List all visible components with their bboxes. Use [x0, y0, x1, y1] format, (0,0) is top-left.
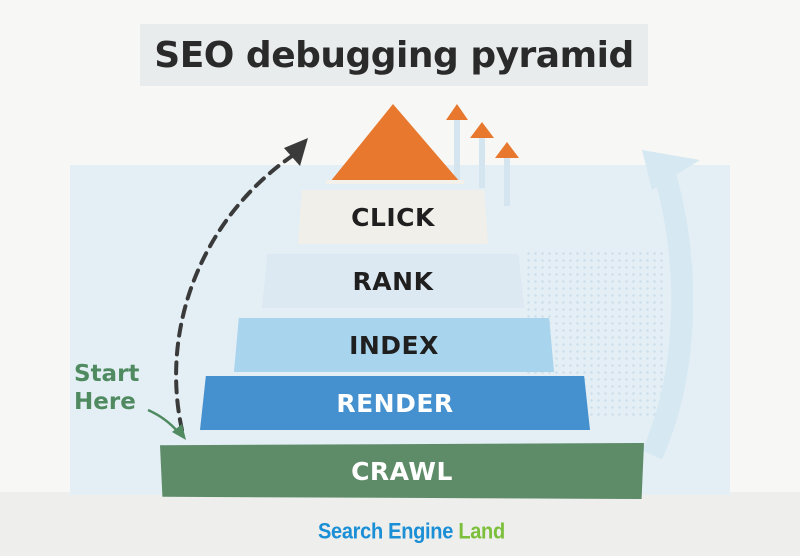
title-strip [140, 24, 648, 86]
start-pointer-arrow-icon [147, 408, 186, 440]
tier-click: CLICK [298, 190, 488, 244]
apex-triangle-icon [330, 104, 460, 182]
start-here-line2: Here [74, 389, 136, 415]
tier-click-label: CLICK [351, 202, 435, 232]
page-title: SEO debugging pyramid [154, 34, 634, 76]
tier-crawl: CRAWL [160, 443, 644, 499]
floor-background [0, 492, 800, 556]
upward-arrows-icon [446, 104, 519, 206]
tier-render-label: RENDER [336, 388, 454, 418]
brand-logo: Search Engine Land [318, 520, 518, 545]
tier-rank: RANK [262, 254, 524, 308]
tier-index: INDEX [234, 318, 554, 372]
start-here-line1: Start [74, 361, 140, 387]
brand-logo-part1: Search Engine [318, 519, 454, 545]
tier-rank-label: RANK [352, 266, 434, 296]
tier-crawl-label: CRAWL [351, 456, 453, 486]
tier-index-label: INDEX [349, 330, 439, 360]
large-curved-arrow-icon [641, 150, 700, 460]
start-here-label: Start Here [74, 360, 164, 416]
brand-logo-part2: Land [458, 519, 505, 545]
dashed-curved-arrow-icon [174, 138, 308, 432]
tier-render: RENDER [200, 376, 590, 430]
